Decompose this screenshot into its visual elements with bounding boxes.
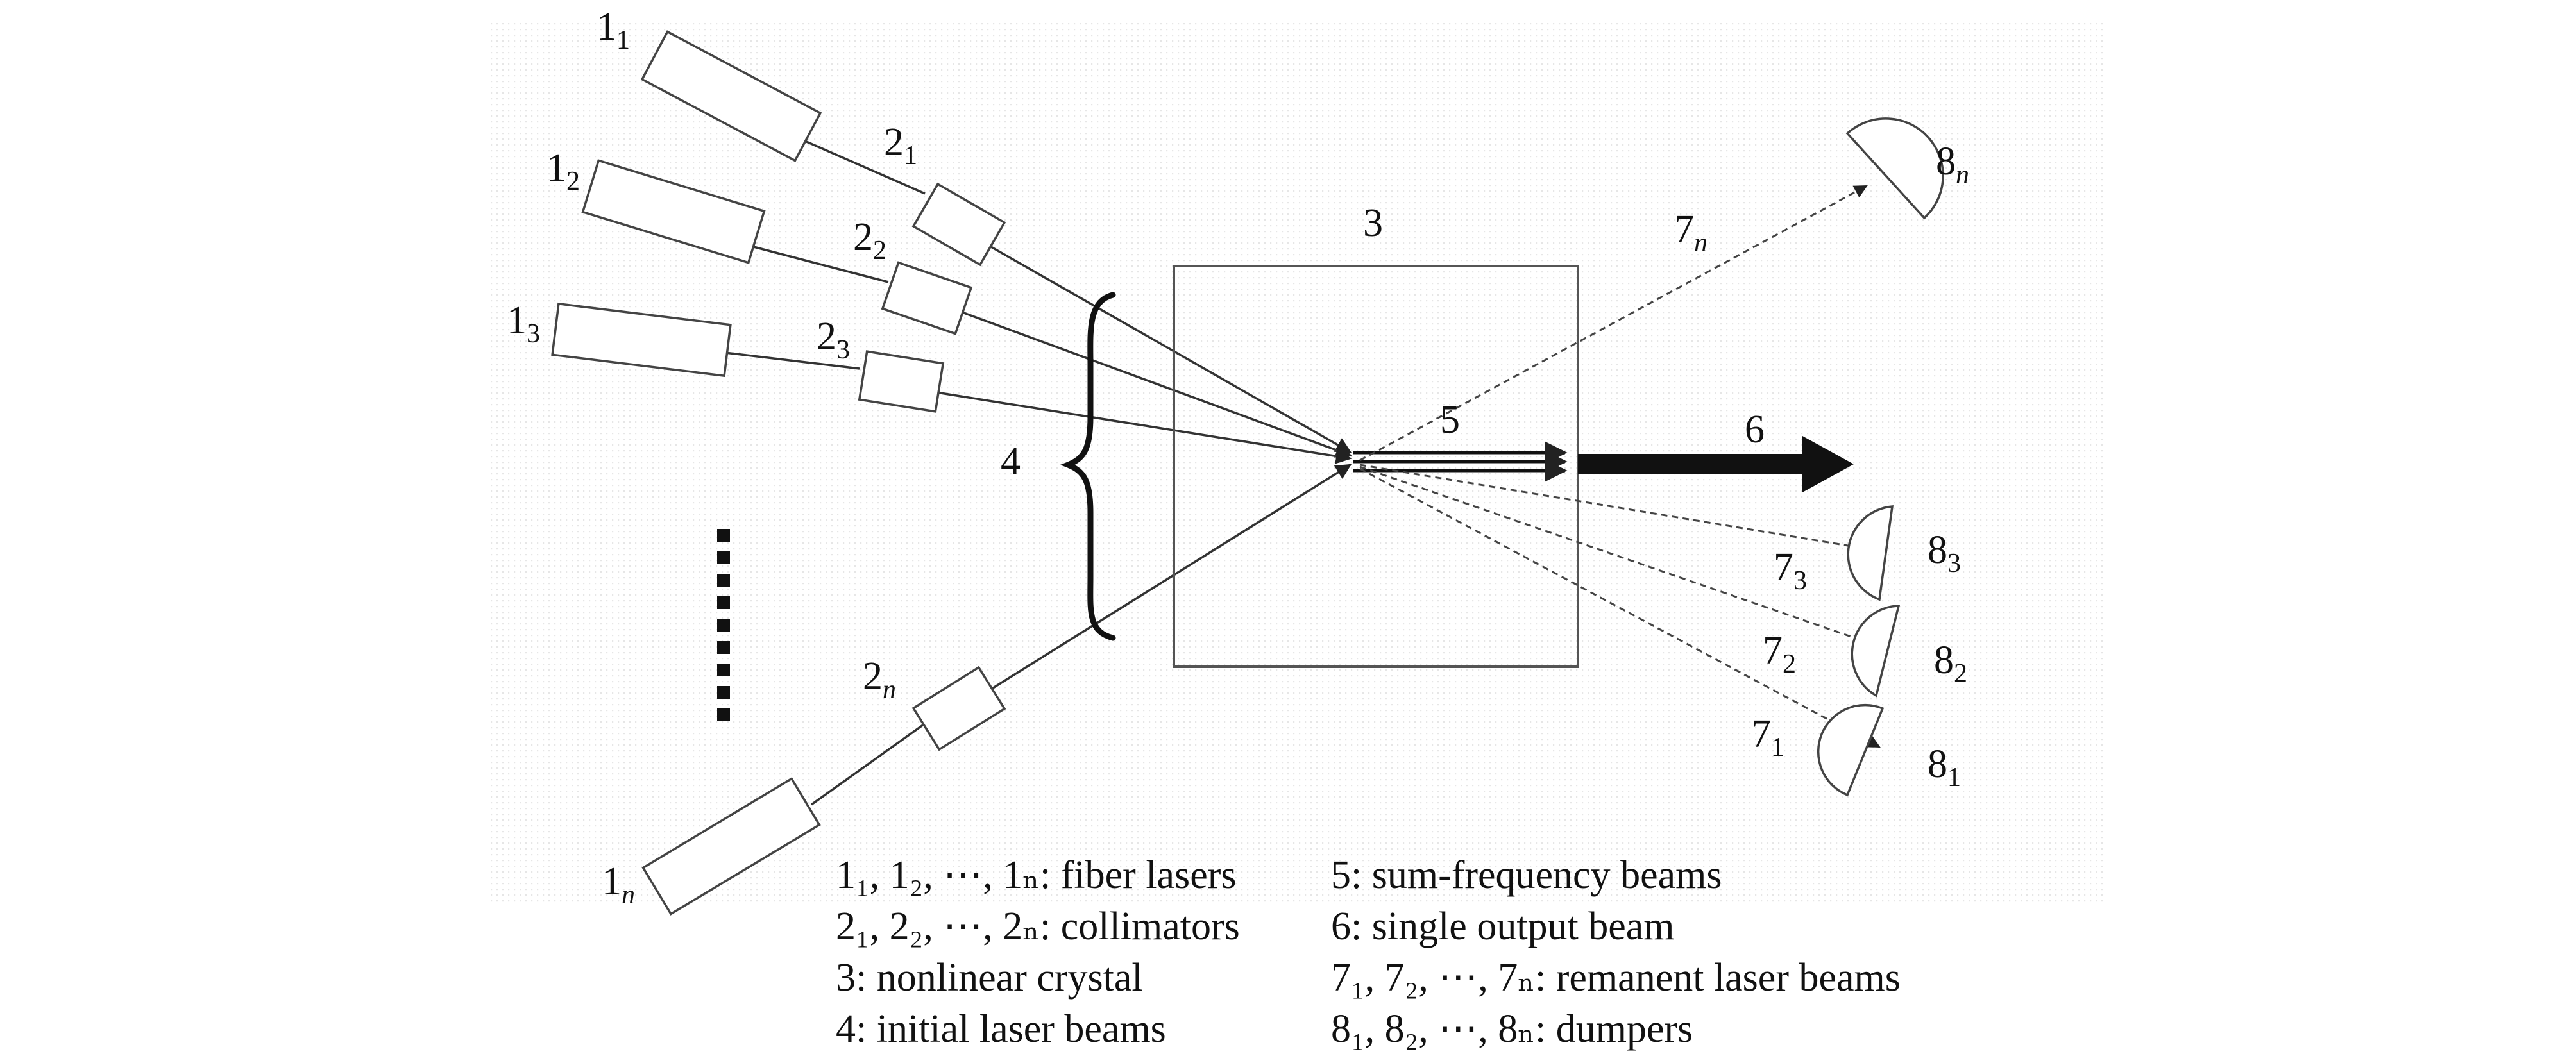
beam-1-1-to-focus <box>990 246 1352 453</box>
fiber-lasers <box>551 30 822 916</box>
collimator-2-2 <box>881 261 973 335</box>
dumper-8-2 <box>1851 605 1901 698</box>
collimators <box>858 182 1006 751</box>
beam-1-2-to-focus <box>962 311 1352 458</box>
label-remnant-7-3: 73 <box>1774 546 1807 596</box>
label-dumper-8-2: 82 <box>1934 639 1967 689</box>
remnant-beam-7-2 <box>1359 465 1884 650</box>
beam-dumpers <box>1817 117 1944 797</box>
legend-left-initial: 4: initial laser beams <box>836 1007 1166 1051</box>
collimator-2-n <box>911 665 1006 751</box>
remnant-beam-7-1 <box>1359 467 1881 748</box>
fiber-laser-1-2 <box>581 159 766 264</box>
collimator-2-3 <box>858 350 945 413</box>
fiber-laser-1-3 <box>551 302 732 378</box>
label-crystal-3: 3 <box>1363 201 1383 245</box>
label-laser-1-3: 13 <box>507 299 540 349</box>
legend-left-lasers: 1₁, 1₂, ⋯, 1ₙ: fiber lasers <box>836 853 1236 897</box>
label-collimator-2-1: 21 <box>884 121 917 171</box>
label-collimator-2-3: 23 <box>817 315 850 365</box>
input-beams <box>724 140 1352 806</box>
remnant-beam-7-n <box>1359 185 1868 462</box>
label-collimator-2-2: 22 <box>853 215 886 265</box>
remnant-beams <box>1359 185 1885 748</box>
fiber-laser-1-1 <box>640 30 822 162</box>
legend: 1₁, 1₂, ⋯, 1ₙ: fiber lasers 2₁, 2₂, ⋯, 2… <box>836 853 1901 1051</box>
label-laser-1-n: 1n <box>602 860 635 910</box>
label-remnant-7-2: 72 <box>1763 629 1796 679</box>
label-dumper-8-3: 83 <box>1928 528 1961 578</box>
collimator-2-1 <box>911 182 1006 267</box>
remnant-beam-7-3 <box>1359 464 1885 557</box>
dumper-8-n <box>1845 117 1944 220</box>
beam-1-3-to-focus <box>936 391 1352 464</box>
legend-left-collimators: 2₁, 2₂, ⋯, 2ₙ: collimators <box>836 905 1240 948</box>
label-sum-frequency-5: 5 <box>1440 398 1460 442</box>
label-remnant-7-1: 71 <box>1751 712 1784 762</box>
label-laser-1-1: 11 <box>597 5 630 55</box>
legend-right-output: 6: single output beam <box>1331 905 1675 948</box>
sum-frequency-beams <box>1353 441 1568 482</box>
dumper-8-3 <box>1847 505 1894 601</box>
label-remnant-7-n: 7n <box>1674 208 1707 258</box>
output-beam <box>1578 436 1854 492</box>
legend-right-sumfreq: 5: sum-frequency beams <box>1331 853 1722 897</box>
beam-1-n-to-focus <box>990 464 1352 691</box>
label-collimator-2-n: 2n <box>863 655 896 705</box>
beam-1-2-segment <box>753 246 889 283</box>
label-dumper-8-n: 8n <box>1936 140 1969 190</box>
beam-1-n-segment <box>810 723 925 806</box>
scan-background <box>487 19 2104 904</box>
label-dumper-8-1: 81 <box>1928 742 1961 792</box>
legend-right-dumpers: 8₁, 8₂, ⋯, 8ₙ: dumpers <box>1331 1007 1693 1051</box>
label-initial-beams-4: 4 <box>1001 440 1021 483</box>
dumper-8-1 <box>1817 703 1885 797</box>
legend-left-crystal: 3: nonlinear crystal <box>836 956 1143 1000</box>
label-laser-1-2: 12 <box>547 146 580 196</box>
label-output-6: 6 <box>1745 408 1765 451</box>
beam-1-1-segment <box>804 140 926 195</box>
initial-beams-brace <box>1060 292 1116 641</box>
beam-1-3-segment <box>724 351 860 370</box>
ellipsis-more-lasers <box>717 529 730 721</box>
fiber-laser-1-n <box>641 777 821 916</box>
legend-right-remnant: 7₁, 7₂, ⋯, 7ₙ: remanent laser beams <box>1331 956 1901 1000</box>
